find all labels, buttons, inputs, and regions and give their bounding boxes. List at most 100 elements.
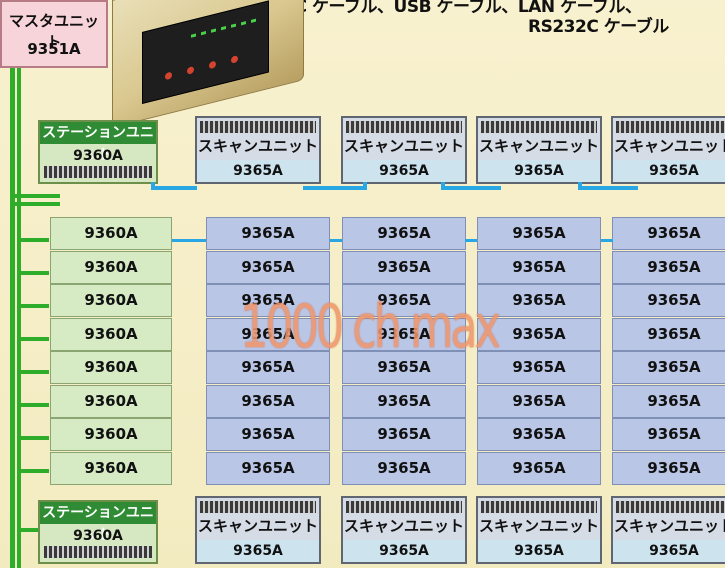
scan-row-5-col-2: 9365A xyxy=(342,351,466,384)
link-grid-4 xyxy=(601,239,613,242)
scan-unit-model: 9365A xyxy=(613,160,725,182)
cable-list: AC ケーブル、USB ケーブル、LAN ケーブル、 RS232C ケーブル xyxy=(282,0,725,44)
link-top-1 xyxy=(151,186,197,190)
bus-branch-row-1 xyxy=(17,238,49,242)
scan-unit-name: スキャンユニット xyxy=(478,517,599,535)
link-top-3 xyxy=(441,186,501,190)
bus-branch-row-7 xyxy=(17,436,49,440)
led-indicator xyxy=(221,26,226,31)
scan-unit-name: スキャンユニット xyxy=(197,137,318,155)
led-indicator xyxy=(241,21,246,26)
scan-unit-model: 9365A xyxy=(613,540,725,562)
scan-row-5-col-1: 9365A xyxy=(206,351,330,384)
bus-branch-row-6 xyxy=(17,403,49,407)
link-top-1-drop xyxy=(151,182,155,190)
link-grid-3 xyxy=(465,239,477,242)
front-button xyxy=(187,66,194,75)
scan-unit-bottom-2: スキャンユニット 9365A xyxy=(341,496,467,564)
bus-line-secondary xyxy=(17,66,21,568)
scan-unit-name: スキャンユニット xyxy=(197,517,318,535)
connector-strip xyxy=(481,121,597,133)
station-row-4: 9360A xyxy=(50,318,172,351)
master-unit-model: 9351A xyxy=(27,40,81,58)
scan-unit-name: スキャンユニット xyxy=(613,137,725,155)
scan-unit-bottom-4: スキャンユニット 9365A xyxy=(611,496,725,564)
scan-row-3-col-3: 9365A xyxy=(477,284,601,317)
scan-row-4-col-2: 9365A xyxy=(342,318,466,351)
station-unit-name: ステーションユニット xyxy=(40,122,156,163)
scan-unit-model: 9365A xyxy=(197,160,319,182)
station-unit-top: ステーションユニット 9360A xyxy=(38,120,158,184)
scan-row-2-col-3: 9365A xyxy=(477,251,601,284)
scan-unit-top-1: スキャンユニット 9365A xyxy=(195,116,321,184)
link-grid-2 xyxy=(330,239,342,242)
scan-row-6-col-3: 9365A xyxy=(477,385,601,418)
link-grid-1 xyxy=(172,239,206,242)
cable-list-line-1: AC ケーブル、USB ケーブル、LAN ケーブル、 xyxy=(282,0,642,17)
connector-strip xyxy=(44,166,152,178)
scan-row-6-col-2: 9365A xyxy=(342,385,466,418)
bus-branch-top xyxy=(10,194,60,198)
bus-branch-row-8 xyxy=(17,469,49,473)
connector-strip xyxy=(481,501,597,513)
scan-row-3-col-2: 9365A xyxy=(342,284,466,317)
scan-unit-name: スキャンユニット xyxy=(343,517,464,535)
front-button xyxy=(209,60,216,70)
scan-row-2-col-2: 9365A xyxy=(342,251,466,284)
connector-strip xyxy=(616,121,725,133)
scan-row-6-col-1: 9365A xyxy=(206,385,330,418)
link-top-3-drop xyxy=(441,182,445,190)
station-row-5: 9360A xyxy=(50,351,172,384)
bus-branch-top-2 xyxy=(10,202,60,206)
station-unit-name: ステーションユニット xyxy=(40,502,156,543)
scan-unit-model: 9365A xyxy=(197,540,319,562)
scan-unit-model: 9365A xyxy=(343,540,465,562)
led-indicator xyxy=(251,18,256,23)
connector-strip xyxy=(44,546,152,558)
master-unit-name: マスタユニット xyxy=(8,12,99,51)
scan-row-2-col-1: 9365A xyxy=(206,251,330,284)
station-unit-model: 9360A xyxy=(73,148,123,164)
bus-branch-bottom xyxy=(17,528,39,532)
scan-row-6-col-4: 9365A xyxy=(612,385,725,418)
scan-unit-name: スキャンユニット xyxy=(343,137,464,155)
scan-row-5-col-3: 9365A xyxy=(477,351,601,384)
scan-row-1-col-2: 9365A xyxy=(342,217,466,250)
scan-row-1-col-1: 9365A xyxy=(206,217,330,250)
scan-unit-model: 9365A xyxy=(343,160,465,182)
station-row-3: 9360A xyxy=(50,284,172,317)
scan-row-5-col-4: 9365A xyxy=(612,351,725,384)
scan-row-7-col-1: 9365A xyxy=(206,418,330,451)
scan-row-4-col-3: 9365A xyxy=(477,318,601,351)
scan-row-7-col-4: 9365A xyxy=(612,418,725,451)
scan-row-7-col-3: 9365A xyxy=(477,418,601,451)
scan-row-1-col-4: 9365A xyxy=(612,217,725,250)
led-indicator xyxy=(191,33,196,38)
scan-unit-bottom-1: スキャンユニット 9365A xyxy=(195,496,321,564)
bus-branch-row-2 xyxy=(17,271,49,275)
scan-row-8-col-2: 9365A xyxy=(342,452,466,485)
scan-unit-top-4: スキャンユニット 9365A xyxy=(611,116,725,184)
station-row-8: 9360A xyxy=(50,452,172,485)
scan-row-4-col-1: 9365A xyxy=(206,318,330,351)
bus-branch-row-5 xyxy=(17,370,49,374)
scan-unit-name: スキャンユニット xyxy=(613,517,725,535)
scan-unit-top-2: スキャンユニット 9365A xyxy=(341,116,467,184)
bus-branch-row-4 xyxy=(17,337,49,341)
scan-row-3-col-4: 9365A xyxy=(612,284,725,317)
station-row-1: 9360A xyxy=(50,217,172,250)
scan-row-2-col-4: 9365A xyxy=(612,251,725,284)
link-top-2-drop xyxy=(363,182,367,190)
led-indicator xyxy=(211,28,216,33)
station-unit-model: 9360A xyxy=(73,528,123,544)
connector-strip xyxy=(200,501,316,513)
station-row-2: 9360A xyxy=(50,251,172,284)
bus-branch-row-3 xyxy=(17,304,49,308)
scan-row-7-col-2: 9365A xyxy=(342,418,466,451)
connector-strip xyxy=(616,501,725,513)
scan-unit-model: 9365A xyxy=(478,160,600,182)
scan-unit-top-3: スキャンユニット 9365A xyxy=(476,116,602,184)
connector-strip xyxy=(346,501,462,513)
connector-strip xyxy=(200,121,316,133)
scan-row-8-col-4: 9365A xyxy=(612,452,725,485)
